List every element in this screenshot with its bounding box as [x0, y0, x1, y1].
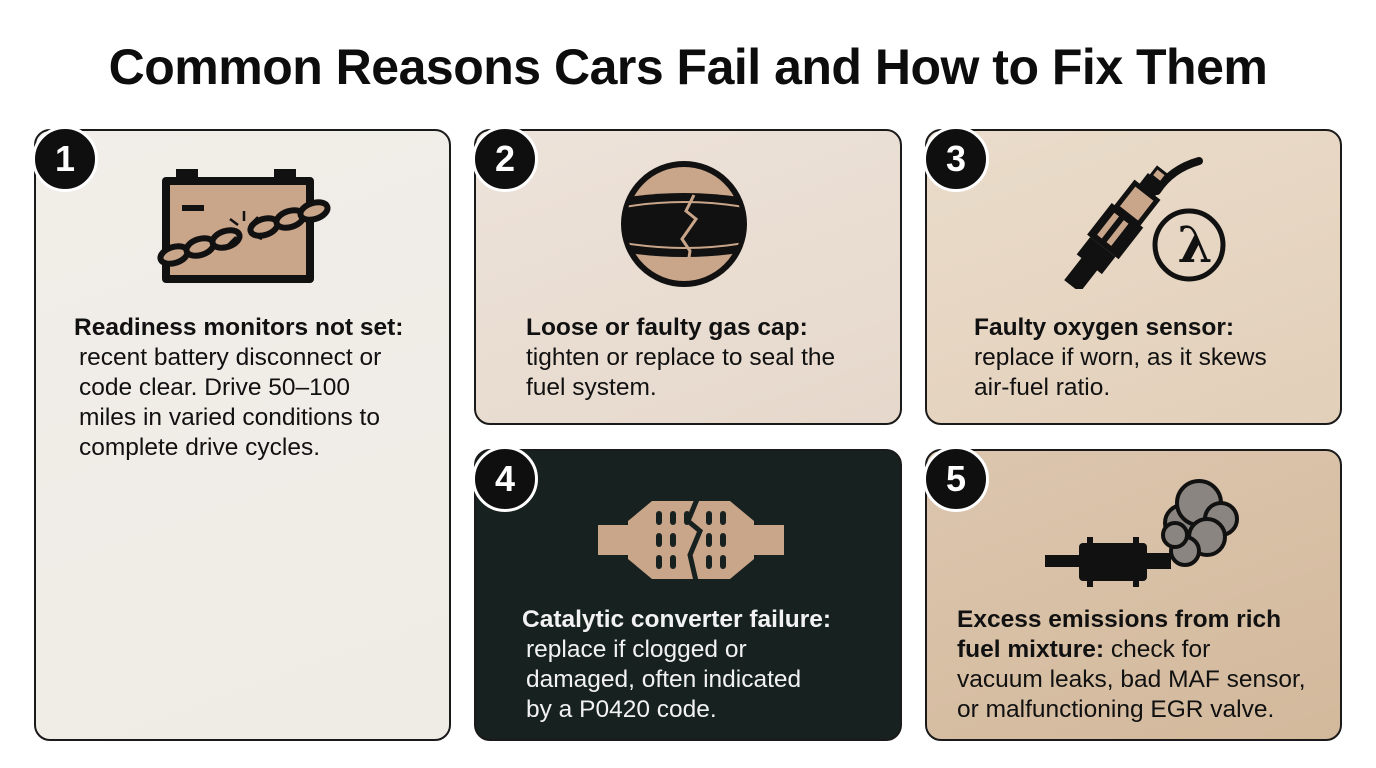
card-2-line-2: fuel system.	[526, 374, 657, 401]
card-oxygen-sensor: λ Faulty oxygen sensor: replace if worn,…	[925, 129, 1342, 425]
card-1-line-3: miles in varied conditions to	[79, 404, 380, 431]
cracked-catalytic-converter-icon	[598, 496, 784, 582]
card-readiness-monitors: Readiness monitors not set: recent batte…	[34, 129, 451, 741]
card-1-description: Readiness monitors not set: recent batte…	[74, 313, 444, 463]
card-3-line-1: replace if worn, as it skews	[974, 344, 1267, 371]
card-3-line-2: air-fuel ratio.	[974, 374, 1111, 401]
card-4-line-1: replace if clogged or	[526, 636, 747, 663]
card-1-heading: Readiness monitors not set:	[74, 314, 404, 341]
step-badge-5: 5	[923, 446, 989, 512]
card-4-heading: Catalytic converter failure:	[522, 606, 832, 633]
card-5-heading: Excess emissions from rich	[957, 606, 1282, 633]
card-5-line-2: or malfunctioning EGR valve.	[957, 696, 1275, 723]
page-title: Common Reasons Cars Fail and How to Fix …	[108, 39, 1268, 95]
card-3-description: Faulty oxygen sensor: replace if worn, a…	[974, 313, 1334, 403]
lambda-symbol: λ	[1177, 215, 1213, 274]
card-gas-cap: Loose or faulty gas cap: tighten or repl…	[474, 129, 902, 425]
oxygen-sensor-lambda-icon	[1064, 157, 1226, 289]
card-rich-fuel-mixture: Excess emissions from rich fuel mixture:…	[925, 449, 1342, 741]
card-5-description: Excess emissions from rich fuel mixture:…	[957, 605, 1337, 725]
card-1-line-2: code clear. Drive 50–100	[79, 374, 351, 401]
card-5-line-1: vacuum leaks, bad MAF sensor,	[957, 666, 1306, 693]
cracked-gas-cap-icon	[621, 161, 747, 287]
card-4-line-2: damaged, often indicated	[526, 666, 802, 693]
step-badge-3: 3	[923, 126, 989, 192]
card-5-line-inline: check for	[1104, 636, 1211, 663]
card-3-heading: Faulty oxygen sensor:	[974, 314, 1235, 341]
battery-broken-chain-icon	[157, 169, 331, 283]
card-1-line-1: recent battery disconnect or	[79, 344, 382, 371]
card-2-description: Loose or faulty gas cap: tighten or repl…	[526, 313, 896, 403]
exhaust-smoke-icon	[1045, 479, 1239, 587]
step-badge-2: 2	[472, 126, 538, 192]
card-5-heading-continued: fuel mixture:	[957, 636, 1105, 663]
step-badge-1: 1	[32, 126, 98, 192]
card-2-line-1: tighten or replace to seal the	[526, 344, 836, 371]
card-4-line-3: by a P0420 code.	[526, 696, 717, 723]
card-catalytic-converter: Catalytic converter failure: replace if …	[474, 449, 902, 741]
card-1-line-4: complete drive cycles.	[79, 434, 321, 461]
step-badge-4: 4	[472, 446, 538, 512]
card-4-description: Catalytic converter failure: replace if …	[522, 605, 892, 725]
card-2-heading: Loose or faulty gas cap:	[526, 314, 808, 341]
